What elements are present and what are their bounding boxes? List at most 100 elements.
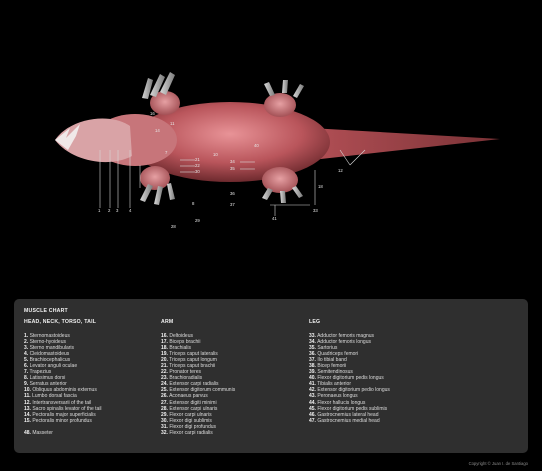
muscle-name: Serratus anterior (29, 381, 67, 388)
muscle-list-item: 13. Sacro spinalis levator of the tail (24, 406, 102, 412)
head (55, 118, 132, 163)
muscle-name: Semitendinosus (317, 369, 353, 376)
muscle-list-item: 48. Masseter (24, 430, 102, 436)
muscle-name: Ilo tibial band (317, 357, 347, 364)
muscle-name: Pronator teres (169, 369, 202, 376)
figure-label: 18 (318, 184, 323, 189)
muscle-list-item: 1. Sternomastoideus (24, 333, 102, 339)
muscle-number: 47. (309, 417, 316, 424)
muscle-number: 6. (24, 363, 29, 370)
figure-label: 14 (155, 128, 160, 133)
muscle-list-item: 14. Pectoralis major superficialis (24, 412, 102, 418)
muscle-name: Triceps caput longum (169, 357, 217, 364)
muscle-name: Bicep femorii (317, 363, 347, 370)
figure-label: 12 (338, 168, 343, 173)
muscle-name: Adductor femoris longus (317, 339, 371, 346)
muscle-number: 26. (161, 393, 168, 400)
muscle-list-item: 11. Lumbo dorsal fascia (24, 393, 102, 399)
muscle-name: Sterno mandibularis (29, 345, 75, 352)
muscle-name: Adductor femoris magnus (317, 333, 375, 339)
muscle-list-item: 23. Brachioradialis (161, 375, 235, 381)
muscle-name: Sterno-hyoideus (29, 339, 66, 346)
muscle-number: 45. (309, 405, 316, 412)
muscle-number: 2. (24, 339, 29, 346)
muscle-name: Masseter (32, 429, 53, 436)
muscle-name: Extensor carpi radialis (169, 381, 219, 388)
muscle-list-item: 7. Trapezius (24, 369, 102, 375)
hind-leg-upper (264, 93, 296, 117)
muscle-name: Cleidomastoideus (29, 351, 70, 358)
muscle-name: Deltoideus (169, 333, 193, 339)
muscle-name: Flexor digi profundus (169, 423, 217, 430)
muscle-name: Aconaeus parvus (169, 393, 208, 400)
muscle-list-item: 32. Flexor carpi radialis (161, 430, 235, 436)
muscle-number: 17. (161, 339, 168, 346)
tail (310, 128, 500, 160)
muscle-chart-panel: MUSCLE CHART HEAD, NECK, TORSO, TAIL 1. … (14, 299, 528, 453)
muscle-list-item: 17. Biceps brachii (161, 339, 235, 345)
muscle-number: 3. (24, 345, 29, 352)
muscle-number: 19. (161, 351, 168, 358)
muscle-list-item: 4. Cleidomastoideus (24, 351, 102, 357)
muscle-name: Extensor digitorum communis (169, 387, 236, 394)
muscle-number: 29. (161, 411, 168, 418)
muscle-name: Flexor digitorium pedis sublimis (317, 405, 388, 412)
muscle-list-item: 3. Sterno mandibularis (24, 345, 102, 351)
muscle-name: Gastrocnemius medial head (317, 417, 380, 424)
figure-label: 22 (195, 163, 200, 168)
muscle-name: Intertransversarii of the tail (32, 399, 92, 406)
muscle-name: Extensor digitorium pedio longus (317, 387, 390, 394)
muscle-number: 48. (24, 429, 31, 436)
snout-fur (55, 124, 80, 150)
muscle-number: 23. (161, 375, 168, 382)
muscle-name: Brachialis (169, 345, 192, 352)
figure-label: 10 (213, 152, 218, 157)
muscle-list-item: 46. Gastrocnemius lateral head (309, 412, 390, 418)
figure-label: 3 (116, 208, 119, 213)
muscle-list-item: 29. Flexor carpi ulnaris (161, 412, 235, 418)
muscle-number: 14. (24, 411, 31, 418)
muscle-number: 33. (309, 333, 316, 339)
muscle-list-item: 20. Triceps caput longum (161, 357, 235, 363)
muscle-number: 27. (161, 399, 168, 406)
muscle-number: 9. (24, 381, 29, 388)
muscle-name: Extensor digiti minimi (169, 399, 217, 406)
torso (130, 102, 330, 182)
figure-number-labels: 1 2 3 4 7 8 10 11 12 14 16 18 21 22 28 2… (98, 111, 343, 229)
figure-label: 8 (192, 201, 195, 206)
chart-title: MUSCLE CHART (24, 308, 68, 314)
muscle-list-item: 9. Serratus anterior (24, 381, 102, 387)
muscle-list-item: 38. Bicep femorii (309, 363, 390, 369)
muscle-number: 21. (161, 363, 168, 370)
muscle-name: Lumbo dorsal fascia (32, 393, 77, 400)
figure-label: 2 (108, 208, 111, 213)
front-arm-lower (140, 166, 170, 190)
muscle-number: 4. (24, 351, 29, 358)
muscle-list-item: 6. Levator anguli oculae (24, 363, 102, 369)
muscle-name: Triceps caput brachii (169, 363, 216, 370)
figure-label: 16 (150, 111, 155, 116)
figure-label: 21 (195, 157, 200, 162)
muscle-name: Sternomastoideus (29, 333, 70, 339)
front-claws-lower (140, 183, 175, 205)
muscle-number: 38. (309, 363, 316, 370)
muscle-number: 25. (161, 387, 168, 394)
muscle-number: 37. (309, 357, 316, 364)
muscle-number: 8. (24, 375, 29, 382)
muscle-list-item: 39. Semitendinosus (309, 369, 390, 375)
group-head-neck-torso-tail: HEAD, NECK, TORSO, TAIL 1. Sternomastoid… (24, 319, 102, 436)
muscle-list-item: 25. Extensor digitorum communis (161, 387, 235, 393)
muscle-name: Flexor carpi ulnaris (169, 411, 212, 418)
muscle-name: Flexor digi sublimis (169, 417, 212, 424)
muscle-name: Gastrocnemius lateral head (317, 411, 379, 418)
figure-label: 36 (230, 191, 235, 196)
muscle-list-item: 24. Extensor carpi radialis (161, 381, 235, 387)
figure-label: 41 (272, 216, 277, 221)
muscle-list-item: 36. Quadriceps femori (309, 351, 390, 357)
muscle-number: 16. (161, 333, 168, 339)
muscle-number: 1. (24, 333, 29, 339)
muscle-list-item: 27. Extensor digiti minimi (161, 400, 235, 406)
muscle-name: Obliquus abdominis externus (32, 387, 97, 394)
